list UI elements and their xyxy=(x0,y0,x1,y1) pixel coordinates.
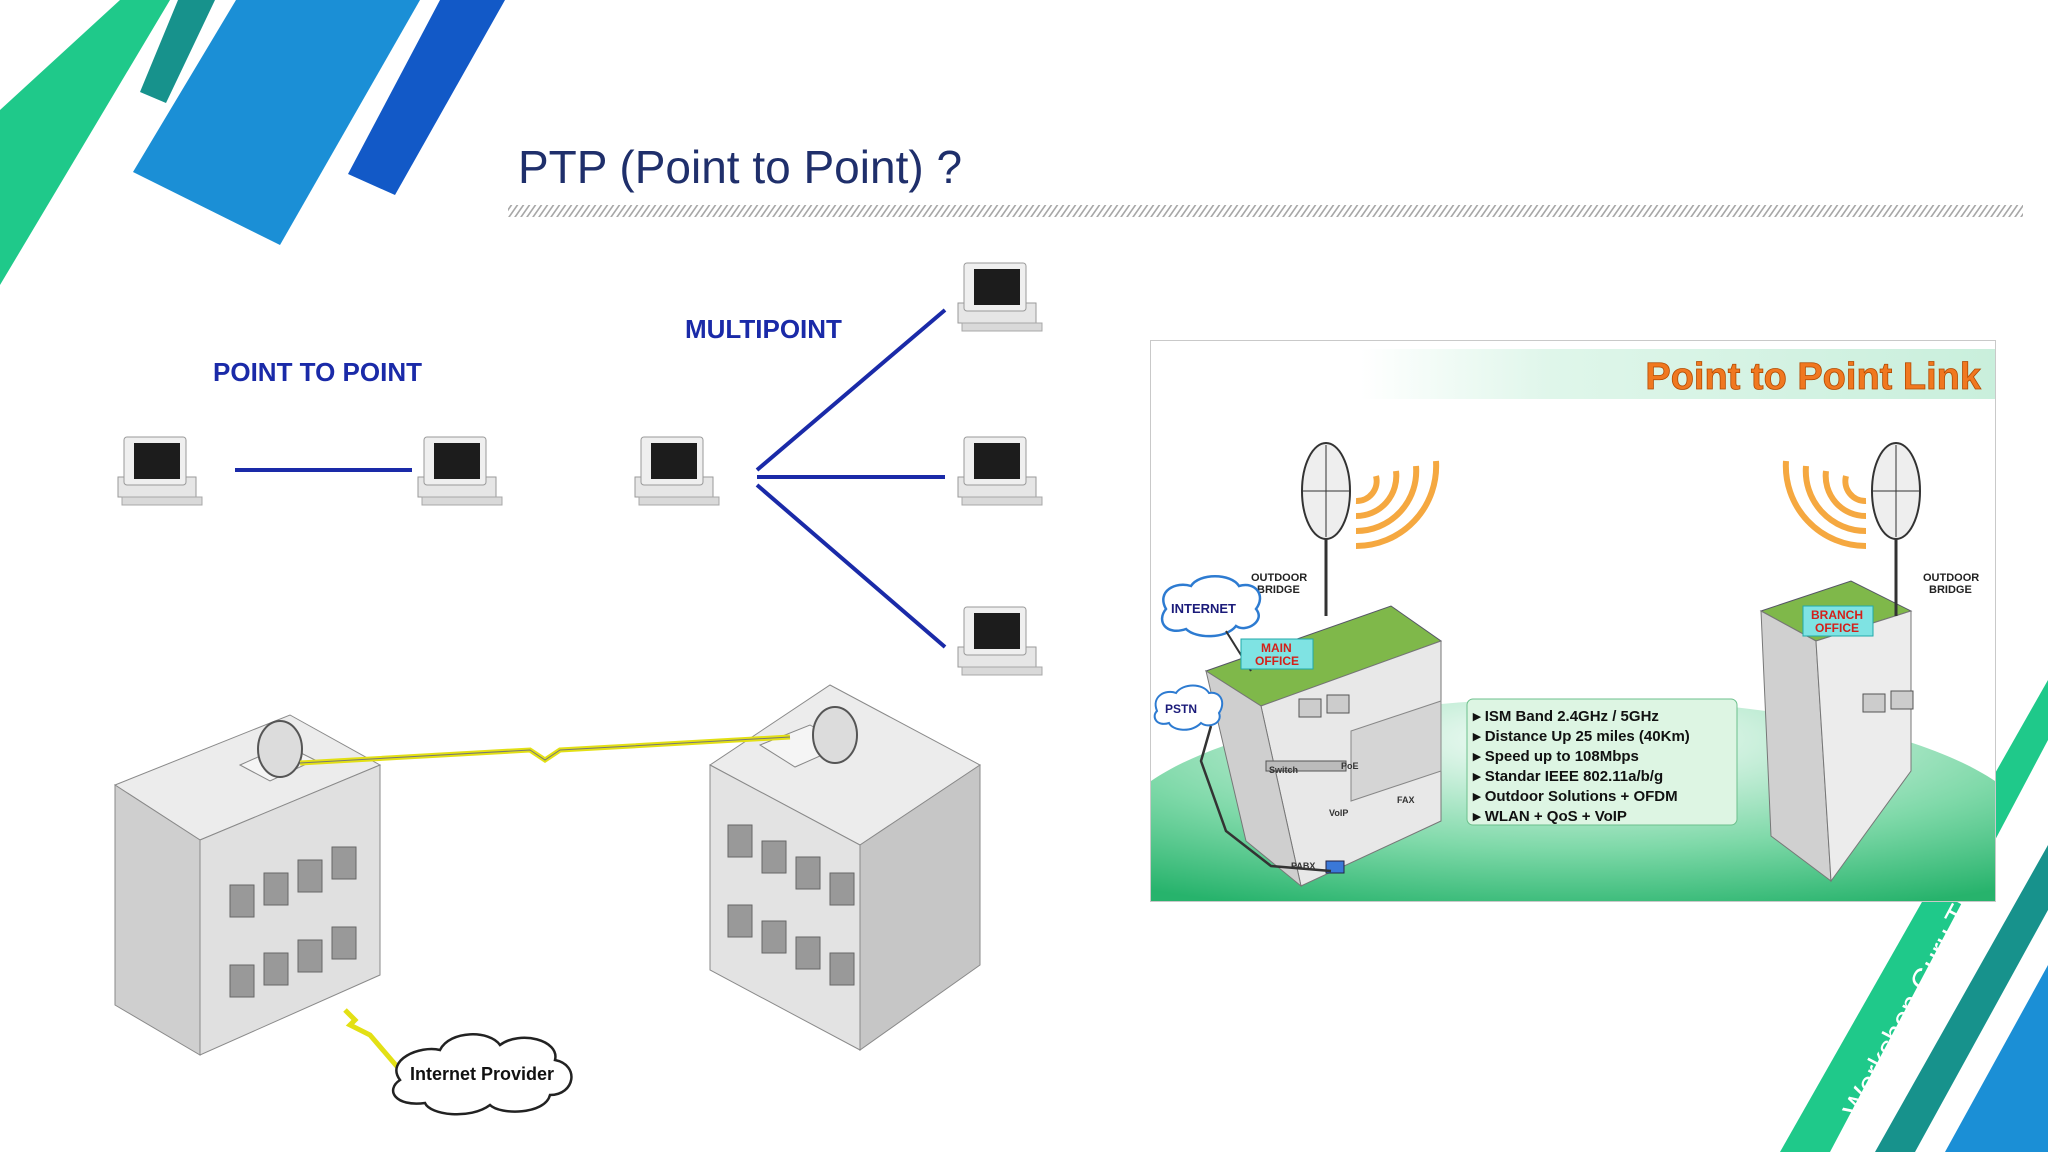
feature-item: ▸ Distance Up 25 miles (40Km) xyxy=(1472,728,1690,745)
internet-provider-cloud: Internet Provider xyxy=(391,1033,573,1116)
feature-item: ▸ WLAN + QoS + VoIP xyxy=(1472,808,1627,825)
point-to-point-link-diagram: Point to Point Link xyxy=(1150,340,1996,902)
antenna-icon xyxy=(1301,442,1351,616)
wireless-link xyxy=(299,736,791,764)
main-office-label: MAIN OFFICE xyxy=(1255,641,1299,668)
poe-label: PoE xyxy=(1341,761,1359,771)
deco-darkblue-stripe-topleft xyxy=(348,0,505,195)
pc-icon xyxy=(957,262,1043,332)
switch-label: Switch xyxy=(1269,765,1298,775)
multipoint-label: MULTIPOINT xyxy=(685,314,842,344)
features-box xyxy=(1466,698,1738,826)
pstn-cloud: PSTN xyxy=(1153,684,1224,731)
pc-icon xyxy=(417,436,503,506)
main-office-building xyxy=(1204,605,1443,888)
voip-label: VoIP xyxy=(1329,808,1348,818)
internet-cloud: INTERNET xyxy=(1160,575,1262,638)
deco-blue-block-topleft xyxy=(133,0,420,245)
watermark-text: Workshop Guru TK xyxy=(1837,882,1986,1123)
signal-waves-right xyxy=(1782,460,1867,550)
building-right xyxy=(709,684,981,1051)
feature-item: ▸ Speed up to 108Mbps xyxy=(1472,748,1639,765)
pc-icon xyxy=(634,436,720,506)
ptp-link-illustration: Point to Point Link xyxy=(1151,341,1995,901)
internet-label: INTERNET xyxy=(1171,601,1236,616)
deco-teal-stripe-topleft xyxy=(140,0,215,103)
slide-title: PTP (Point to Point) ? xyxy=(518,141,963,193)
pc-icon xyxy=(117,436,203,506)
pstn-label: PSTN xyxy=(1165,702,1197,716)
feature-item: ▸ Outdoor Solutions + OFDM xyxy=(1472,788,1678,805)
signal-waves-left xyxy=(1355,460,1440,550)
fax-label: FAX xyxy=(1397,795,1415,805)
branch-office-label: BRANCH OFFICE xyxy=(1811,608,1866,635)
outdoor-bridge-label-left: OUTDOOR BRIDGE xyxy=(1251,572,1310,596)
title-underline xyxy=(508,205,2023,217)
feature-item: ▸ Standar IEEE 802.11a/b/g xyxy=(1472,768,1663,785)
features-list: ▸ ISM Band 2.4GHz / 5GHz ▸ Distance Up 2… xyxy=(1472,708,1690,825)
isp-link xyxy=(343,1008,402,1072)
pc-icon xyxy=(957,436,1043,506)
banner xyxy=(1361,349,1995,399)
pc-icon xyxy=(957,606,1043,676)
multipoint-link-top xyxy=(755,308,947,472)
banner-title: Point to Point Link xyxy=(1645,356,1981,398)
building-left xyxy=(113,714,382,1056)
outdoor-bridge-label-right: OUTDOOR BRIDGE xyxy=(1923,572,1982,596)
antenna-icon xyxy=(1871,442,1921,616)
watermark: Workshop Guru TK xyxy=(1837,882,1986,1123)
point-to-point-label: POINT TO POINT xyxy=(213,357,422,387)
branch-office-building xyxy=(1759,580,1914,883)
ptp-multipoint-diagram: POINT TO POINT MULTIPOINT xyxy=(113,262,1043,1116)
satellite-dish-icon xyxy=(257,720,303,778)
cable xyxy=(1199,725,1332,873)
deco-green-stripe-topleft xyxy=(0,0,170,285)
multipoint-link-bottom xyxy=(755,483,947,649)
internet-provider-label: Internet Provider xyxy=(410,1064,554,1084)
satellite-dish-icon xyxy=(812,706,858,764)
pabx-label: PABX xyxy=(1291,861,1315,871)
feature-item: ▸ ISM Band 2.4GHz / 5GHz xyxy=(1472,708,1659,725)
